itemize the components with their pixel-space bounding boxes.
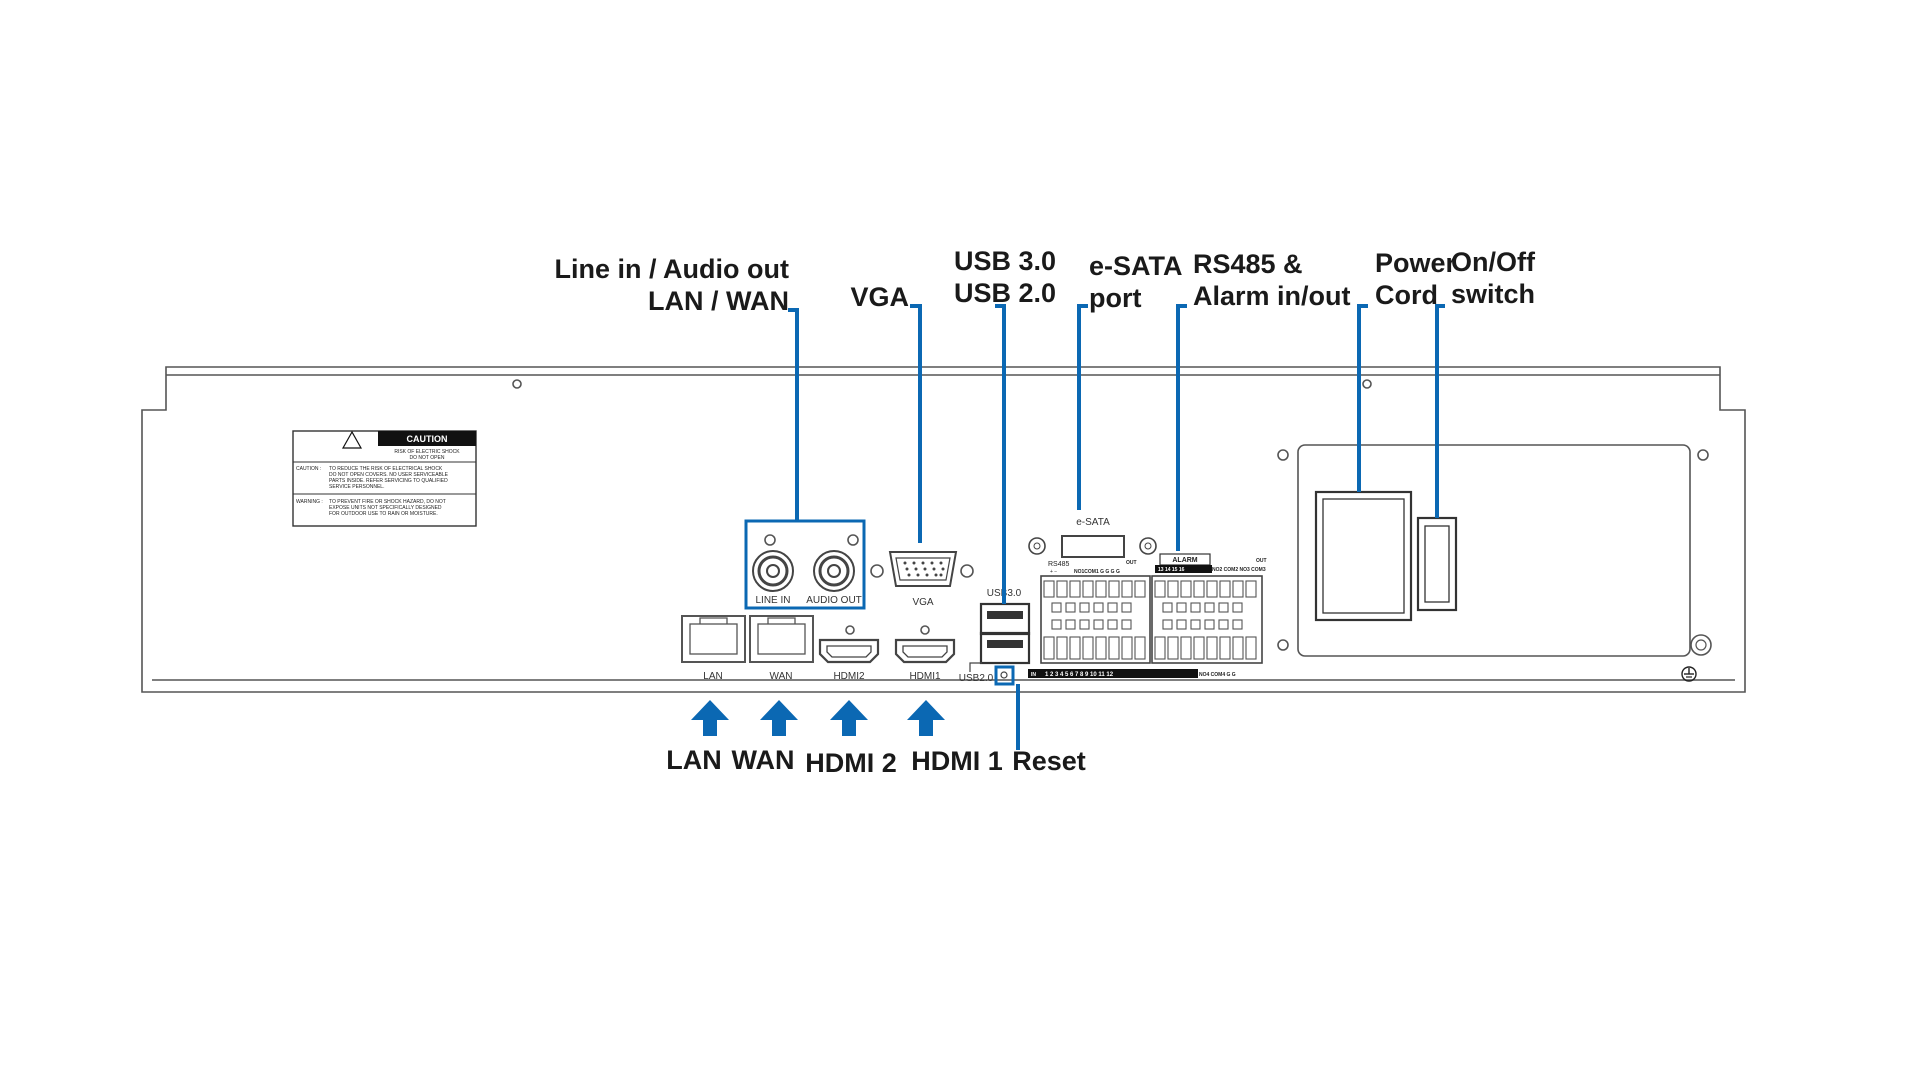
terminal-block-left	[1040, 575, 1151, 664]
terminal-bottom-right-labels: NO4 COM4 G G	[1199, 672, 1236, 678]
caution-label-heading: CAUTION :	[296, 466, 321, 472]
rear-panel	[141, 366, 1746, 693]
leader-lines	[788, 304, 1445, 750]
audio-lan-callout-line1: Line in / Audio out	[555, 254, 789, 284]
alarm-in-numbers: 13 14 15 16	[1158, 567, 1185, 573]
esata-leader	[1077, 304, 1088, 510]
audio-highlight-box	[744, 519, 866, 610]
power-callout-line2: Cord	[1375, 280, 1438, 310]
screw-hole	[512, 379, 522, 389]
audio-lan-callout-line2: LAN / WAN	[648, 286, 789, 316]
warning-triangle-icon	[341, 430, 363, 449]
esata-callout-line1: e-SATA	[1089, 251, 1183, 281]
vga-callout: VGA	[850, 282, 909, 312]
on-off-switch[interactable]	[1416, 516, 1458, 612]
switch-callout-line2: switch	[1451, 279, 1535, 309]
power-cord-socket[interactable]	[1314, 490, 1413, 622]
line-in-jack[interactable]	[752, 550, 794, 592]
terminal-block: RS485 + − NO1COM1 G G G G OUT ALARM 13 1…	[1028, 553, 1267, 678]
warning-text: FOR OUTDOOR USE TO RAIN OR MOISTURE.	[329, 511, 438, 517]
hdmi2-port-label: HDMI2	[833, 671, 865, 682]
hdmi1-callout: HDMI 1	[911, 746, 1003, 776]
lan-port[interactable]: LAN	[681, 615, 746, 682]
hdmi2-port[interactable]: HDMI2	[818, 625, 880, 682]
usb3-port[interactable]	[979, 602, 1031, 636]
wan-port-label: WAN	[770, 671, 793, 682]
line-in-port-label: LINE IN	[755, 595, 790, 606]
audio-out-jack[interactable]	[813, 550, 855, 592]
usb2-port[interactable]	[979, 631, 1031, 665]
esata-port-label: e-SATA	[1076, 517, 1110, 528]
wan-callout: WAN	[732, 745, 795, 775]
vga-leader	[910, 304, 922, 543]
caution-text: DO NOT OPEN COVERS. NO USER SERVICEABLE	[329, 472, 449, 478]
usb-ports: USB3.0 USB2.0	[959, 588, 1031, 686]
reset-callout: Reset	[1012, 746, 1086, 776]
switch-leader	[1435, 304, 1445, 518]
callout-labels: Line in / Audio out LAN / WAN VGA USB 3.…	[555, 246, 1536, 778]
terminal-top-row-labels: NO1COM1 G G G G	[1074, 569, 1120, 575]
ground-symbol-icon	[1681, 666, 1697, 682]
hdmi1-arrow-icon	[907, 700, 945, 736]
esata-port[interactable]: e-SATA	[1028, 517, 1157, 558]
reset-highlight-box	[994, 665, 1015, 686]
caution-label: CAUTION RISK OF ELECTRIC SHOCK DO NOT OP…	[292, 430, 477, 527]
vga-port-label: VGA	[912, 597, 933, 608]
terminal-top-row-right: NO2 COM2 NO3 COM3	[1212, 567, 1266, 573]
hdmi2-arrow-icon	[830, 700, 868, 736]
power-module	[1277, 444, 1712, 682]
in-label: IN	[1031, 672, 1036, 678]
usb2-port-label: USB2.0	[959, 673, 994, 684]
rs485-callout-line1: RS485 &	[1193, 249, 1303, 279]
power-callout-line1: Power	[1375, 248, 1457, 278]
chassis-outline	[141, 366, 1746, 693]
caution-text: SERVICE PERSONNEL.	[329, 484, 384, 490]
lan-arrow-icon	[691, 700, 729, 736]
vga-port[interactable]: VGA	[870, 551, 974, 608]
warning-text: TO PREVENT FIRE OR SHOCK HAZARD, DO NOT	[329, 499, 446, 505]
switch-callout-line1: On/Off	[1451, 247, 1536, 277]
hdmi1-port-label: HDMI1	[909, 671, 941, 682]
alarm-in-bottom-numbers: 1 2 3 4 5 6 7 8 9 10 11 12	[1045, 672, 1114, 678]
audio-lan-leader	[788, 308, 799, 521]
caution-subtitle: DO NOT OPEN	[410, 455, 445, 461]
esata-callout-line2: port	[1089, 283, 1141, 313]
alarm-label: ALARM	[1172, 557, 1197, 564]
hdmi2-callout: HDMI 2	[805, 748, 897, 778]
power-cord-leader	[1357, 304, 1368, 492]
warning-text: EXPOSE UNITS NOT SPECIFICALLY DESIGNED	[329, 505, 442, 511]
audio-ports: LINE IN AUDIO OUT	[744, 519, 866, 610]
lan-port-label: LAN	[703, 671, 722, 682]
wan-arrow-icon	[760, 700, 798, 736]
hdmi1-port[interactable]: HDMI1	[894, 625, 956, 682]
rs485-pin-labels: + −	[1050, 569, 1057, 575]
rs485-leader	[1176, 304, 1187, 551]
usb-leader	[995, 304, 1006, 604]
caution-title: CAUTION	[407, 434, 448, 444]
rs485-label: RS485	[1048, 561, 1070, 568]
audio-out-port-label: AUDIO OUT	[806, 595, 862, 606]
reset-button[interactable]	[1000, 671, 1008, 679]
caution-text: TO REDUCE THE RISK OF ELECTRICAL SHOCK	[329, 466, 443, 472]
up-arrows	[691, 700, 945, 736]
warning-label-heading: WARNING :	[296, 499, 323, 505]
caution-text: PARTS INSIDE. REFER SERVICING TO QUALIFI…	[329, 478, 448, 484]
terminal-block-right	[1151, 575, 1263, 664]
caution-subtitle: RISK OF ELECTRIC SHOCK	[394, 449, 460, 455]
usb-callout-line2: USB 2.0	[954, 278, 1056, 308]
rs485-callout-line2: Alarm in/out	[1193, 281, 1351, 311]
ground-screw-icon	[1690, 634, 1712, 656]
out-label: OUT	[1256, 558, 1267, 564]
out-label: OUT	[1126, 560, 1137, 566]
lan-callout: LAN	[666, 745, 722, 775]
screw-hole	[1362, 379, 1372, 389]
usb-callout-line1: USB 3.0	[954, 246, 1056, 276]
wan-port[interactable]: WAN	[749, 615, 814, 682]
